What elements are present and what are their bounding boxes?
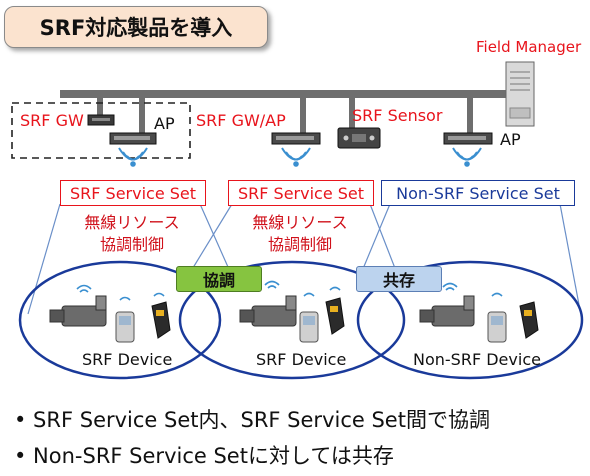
device-area-ellipse-2 [178,260,406,380]
service-set-box-3: Non-SRF Service Set [381,180,575,206]
gw-ap-device-icon [271,132,321,145]
srf-gw-device-icon [87,114,115,126]
handheld-terminal-icon-3 [487,292,507,343]
srf-sensor-label: SRF Sensor [352,106,443,125]
service-set-box-2: SRF Service Set [228,180,374,206]
device-label-2: SRF Device [256,350,347,369]
page-title: SRF対応製品を導入 [4,6,268,48]
ap-right-label: AP [500,130,521,149]
srf-sensor-device-icon [337,127,381,149]
camera-icon-3 [419,282,475,327]
ap-left-label: AP [154,114,175,133]
gateway-group-box [11,102,191,159]
barcode-scanner-icon-3 [519,301,539,339]
device-label-1: SRF Device [82,350,173,369]
access-point-icon-right [443,132,493,145]
bullet-point-1: • SRF Service Set内、SRF Service Set間で協調 [14,408,490,432]
server-icon [505,61,535,127]
handheld-terminal-icon-1 [115,296,135,343]
wireless-waves-icon-middle [281,147,311,167]
coexistence-tag: 共存 [356,266,442,292]
wireless-waves-icon-right [452,147,482,167]
field-manager-label: Field Manager [476,38,582,56]
barcode-scanner-icon-2 [325,286,345,335]
coordination-control-text-1: 無線リソース 協調制御 [84,213,180,254]
camera-icon-1 [49,284,107,327]
srf-gw-label: SRF GW [20,111,84,130]
device-label-3: Non-SRF Device [413,350,541,369]
access-point-icon-left [109,132,157,145]
wireless-waves-icon-left [118,147,148,167]
coordination-control-text-2: 無線リソース 協調制御 [252,213,348,254]
service-set-box-1: SRF Service Set [60,180,206,206]
device-area-ellipse-3 [356,260,584,380]
handheld-terminal-icon-2 [299,292,319,343]
coverage-lines [27,203,581,315]
camera-icon-2 [239,280,297,327]
coordination-tag: 協調 [176,266,262,292]
bullet-point-2: • Non-SRF Service Setに対しては共存 [14,444,394,468]
device-area-ellipse-1 [18,260,222,380]
barcode-scanner-icon-1 [151,292,171,339]
srf-gw-ap-label: SRF GW/AP [196,111,286,130]
